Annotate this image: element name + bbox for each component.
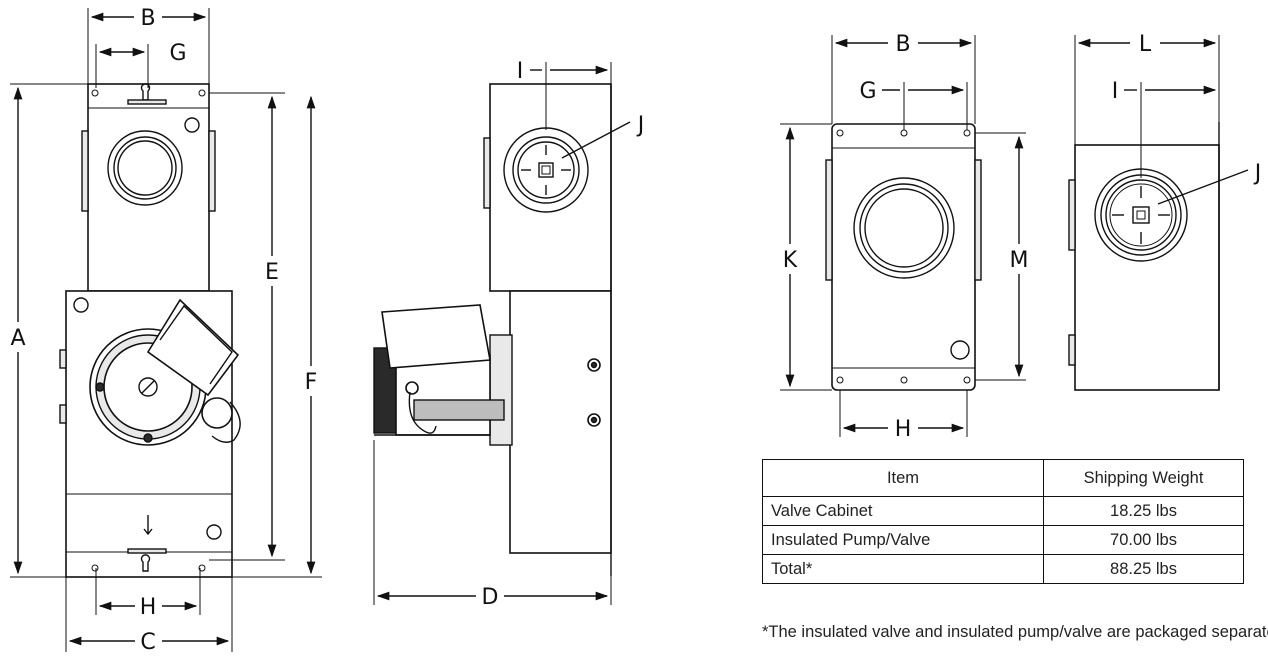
table-header-row: Item Shipping Weight [762, 459, 1244, 497]
footnote: *The insulated valve and insulated pump/… [762, 623, 1268, 641]
dim-label-b: B [140, 6, 155, 31]
cell-weight: 88.25 lbs [1043, 554, 1244, 584]
dim-label-h: H [140, 595, 157, 620]
dim-label-j-cabinet: J [1253, 161, 1262, 186]
front-view-valve-cabinet: B G K M H [780, 32, 1028, 442]
dim-label-a: A [10, 326, 25, 351]
dim-label-m: M [1010, 248, 1029, 273]
cell-weight: 70.00 lbs [1043, 525, 1244, 555]
dim-label-j: J [636, 113, 645, 138]
dim-label-c: C [140, 630, 155, 655]
cell-item: Valve Cabinet [762, 496, 1044, 526]
side-view-assembly: I J D [373, 59, 645, 610]
header-shipping-weight: Shipping Weight [1043, 459, 1244, 497]
dim-label-d: D [482, 585, 499, 610]
dim-label-i-cabinet: I [1112, 79, 1119, 104]
table-row: Total* 88.25 lbs [762, 554, 1244, 584]
dim-label-g: G [169, 41, 186, 66]
dim-label-h-cabinet: H [895, 417, 912, 442]
cell-weight: 18.25 lbs [1043, 496, 1244, 526]
side-view-valve-cabinet: L I J [1068, 32, 1262, 391]
dim-label-l: L [1139, 32, 1152, 57]
shipping-weight-table: Item Shipping Weight Valve Cabinet 18.25… [762, 459, 1244, 584]
dim-label-g-cabinet: G [859, 79, 876, 104]
dim-label-i: I [517, 59, 524, 84]
dim-label-f: F [305, 370, 318, 395]
table-row: Valve Cabinet 18.25 lbs [762, 496, 1244, 526]
cell-item: Total* [762, 554, 1044, 584]
dim-label-b-cabinet: B [895, 32, 910, 57]
header-item: Item [762, 459, 1044, 497]
cell-item: Insulated Pump/Valve [762, 525, 1044, 555]
dim-label-e: E [265, 260, 279, 285]
dim-label-k: K [783, 248, 798, 273]
table-row: Insulated Pump/Valve 70.00 lbs [762, 525, 1244, 555]
front-view-assembly: B G A E F H C [10, 6, 322, 655]
